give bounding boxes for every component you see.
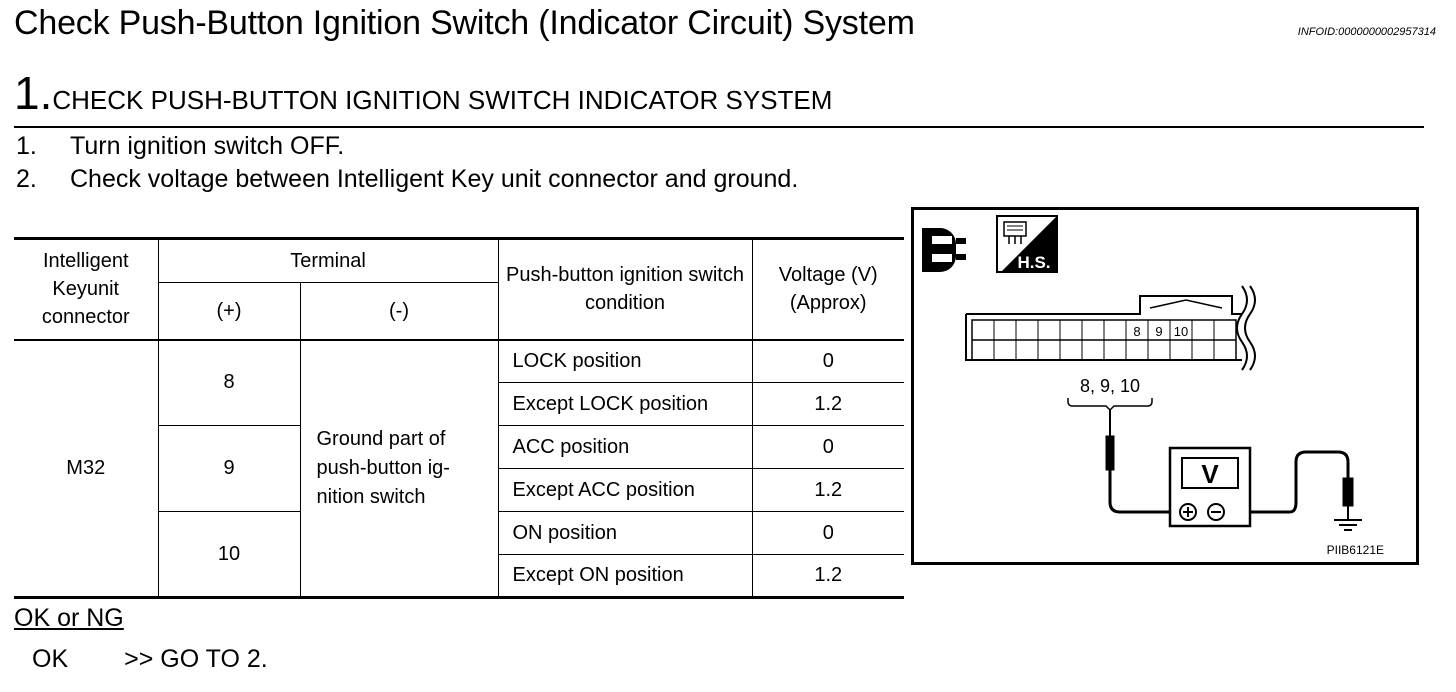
instruction-list: 1. Turn ignition switch OFF. 2. Check volt… — [16, 130, 798, 196]
pin-label: 9 — [1155, 324, 1162, 339]
reference-code: PIIB6121E — [1327, 543, 1384, 557]
instruction-number: 2. — [16, 165, 37, 193]
instruction-number: 1. — [16, 132, 37, 160]
condition-cell: Except LOCK position — [498, 382, 753, 426]
voltage-cell: 1.2 — [751, 554, 904, 598]
voltage-cell: 0 — [751, 511, 904, 555]
condition-cell: Except ON position — [498, 554, 753, 598]
ok-action-link[interactable]: >> GO TO 2. — [124, 645, 268, 673]
instruction-item: 2. Check voltage between Intelligent Key … — [16, 163, 798, 196]
terminal-plus-cell: 10 — [158, 511, 301, 598]
header-connector: Intelligent Keyunit connector — [14, 238, 159, 341]
page-title: Check Push-Button Ignition Switch (Indic… — [14, 4, 915, 42]
step-title: CHECK PUSH-BUTTON IGNITION SWITCH INDICA… — [52, 85, 833, 115]
header-minus: (-) — [299, 282, 498, 341]
hs-label: H.S. — [1017, 253, 1050, 272]
meter-label: V — [1201, 459, 1219, 489]
voltage-cell: 0 — [751, 425, 904, 469]
voltage-cell: 1.2 — [751, 468, 904, 512]
harness-side-icon: H.S. — [996, 215, 1058, 273]
probe-label: 8, 9, 10 — [1080, 376, 1140, 396]
pin-label: 8 — [1133, 324, 1140, 339]
connector-diagram: H.S. 8 9 10 — [911, 207, 1419, 565]
voltage-cell: 0 — [751, 339, 904, 383]
result-line: OK >> GO TO 2. — [32, 645, 268, 674]
connector-cell: M32 — [14, 339, 159, 598]
terminal-plus-cell: 8 — [157, 339, 301, 426]
terminal-plus-cell: 9 — [158, 425, 301, 512]
connector-face — [965, 285, 1256, 371]
header-plus: (+) — [158, 282, 301, 341]
voltmeter-icon: V — [1168, 446, 1252, 528]
condition-cell: ON position — [497, 511, 753, 555]
voltage-cell: 1.2 — [751, 382, 904, 426]
header-condition: Push-button ignition switch condition — [497, 238, 753, 341]
step-number: 1. — [14, 67, 53, 119]
ground-cell: Ground part of push-button ig-nition swi… — [299, 339, 499, 598]
heading-divider — [14, 126, 1424, 128]
header-voltage: Voltage (V) (Approx) — [751, 238, 904, 341]
instruction-text: Check voltage between Intelligent Key un… — [70, 165, 799, 193]
pin-grid: 8 9 10 — [971, 319, 1237, 361]
voltmeter-leads — [1105, 410, 1362, 531]
header-terminal: Terminal — [157, 238, 499, 283]
step-heading: 1.CHECK PUSH-BUTTON IGNITION SWITCH INDI… — [14, 66, 832, 120]
voltage-spec-table: Intelligent Keyunit connector Terminal P… — [14, 237, 904, 599]
condition-cell: LOCK position — [497, 339, 753, 383]
condition-cell: Except ACC position — [498, 468, 753, 512]
condition-cell: ACC position — [497, 425, 753, 469]
connector-icon — [922, 228, 966, 272]
instruction-text: Turn ignition switch OFF. — [70, 132, 345, 160]
ok-ng-heading: OK or NG — [14, 604, 124, 632]
instruction-item: 1. Turn ignition switch OFF. — [16, 130, 798, 163]
ok-label: OK — [32, 645, 69, 673]
pin-label: 10 — [1174, 324, 1188, 339]
info-id: INFOID:0000000002957314 — [1297, 26, 1436, 38]
